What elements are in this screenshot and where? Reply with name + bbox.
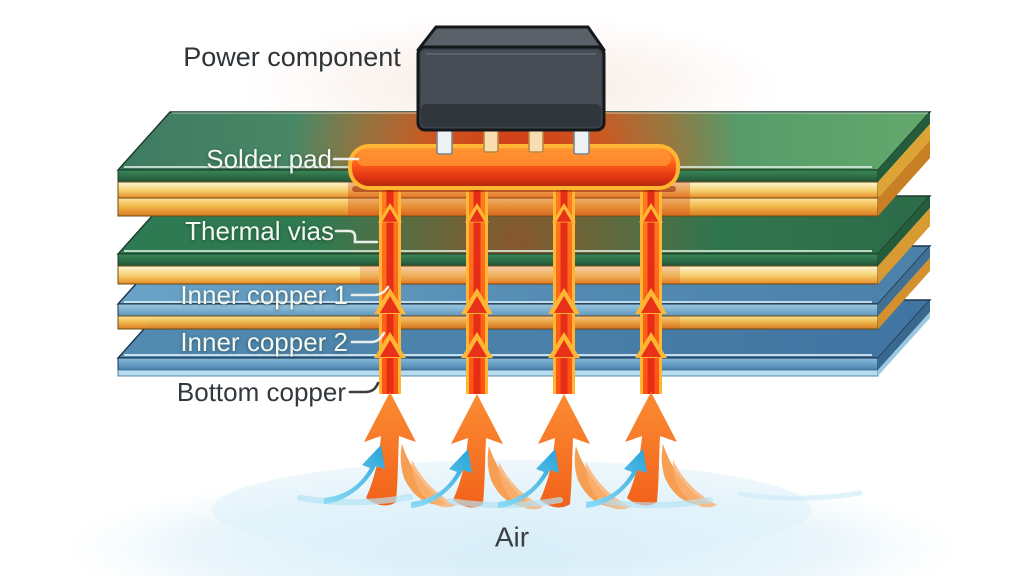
thermal-vias-label: Thermal vias [185, 216, 334, 246]
leader-lines [332, 157, 390, 394]
power-component [416, 25, 606, 155]
labels: Power component Solder pad Thermal vias … [177, 42, 529, 553]
air-label: Air [495, 522, 529, 553]
inner-copper-2-label: Inner copper 2 [180, 327, 348, 357]
leader-inner-copper-2 [350, 331, 386, 344]
leader-bottom-copper [348, 381, 380, 394]
bottom-copper-label: Bottom copper [177, 377, 346, 407]
solder-pad [348, 144, 680, 192]
power-component-label: Power component [183, 42, 401, 72]
leader-inner-copper-1 [350, 285, 390, 297]
inner-copper-1-label: Inner copper 1 [180, 280, 348, 310]
layer-top-board [116, 111, 932, 217]
leader-thermal-vias [334, 229, 379, 244]
solder-pad-label: Solder pad [206, 144, 332, 174]
air-flow [297, 445, 863, 509]
